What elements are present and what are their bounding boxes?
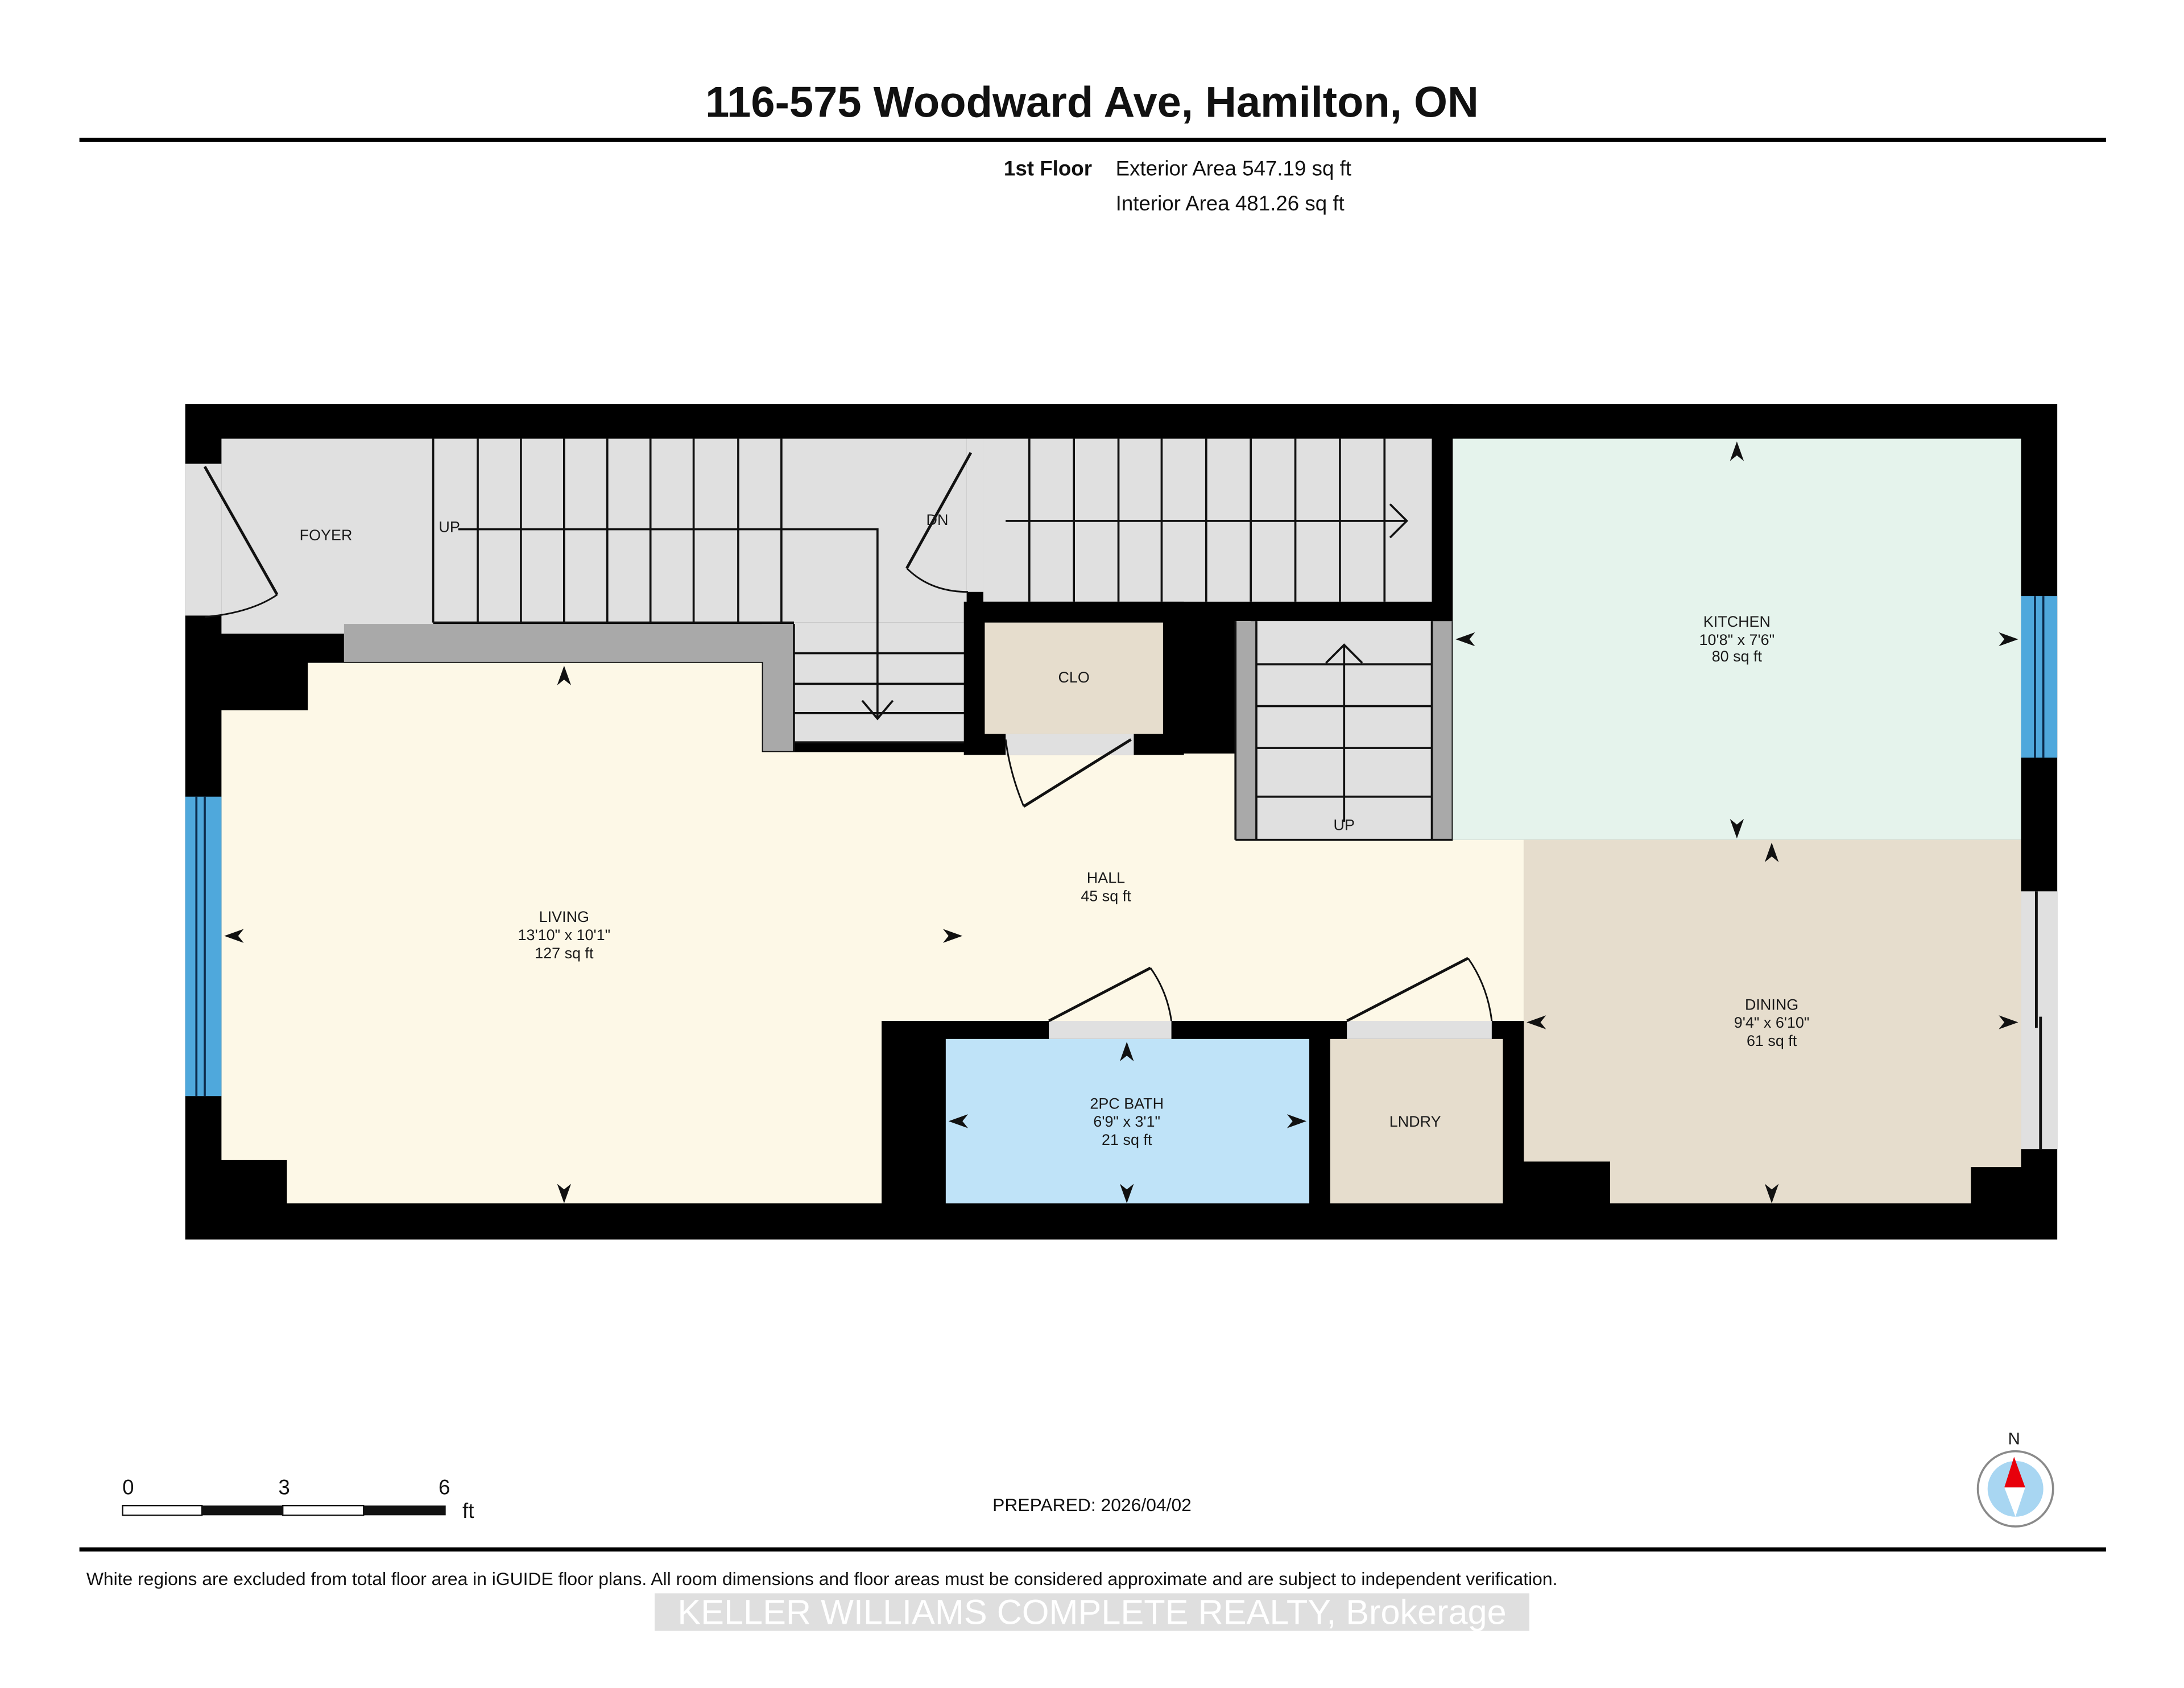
label-stairs-up-2: UP (1334, 817, 1355, 834)
label-kitchen: KITCHEN (1703, 613, 1771, 630)
sliding-door-dining[interactable] (2021, 891, 2058, 1149)
prepared-date: PREPARED: 2026/04/02 (992, 1495, 1192, 1515)
label-stairs-dn: DN (926, 511, 949, 528)
page-title: 116-575 Woodward Ave, Hamilton, ON (705, 78, 1479, 127)
dimension-arrows (224, 441, 2018, 1203)
room-bath (945, 1039, 1310, 1203)
exterior-area: Exterior Area 547.19 sq ft (1116, 157, 1351, 180)
window-kitchen (2021, 596, 2058, 758)
door-laundry[interactable] (1346, 957, 1493, 1023)
label-living: LIVING (539, 908, 589, 925)
stairs-up-secondary (1234, 621, 1454, 841)
north-compass-icon: N (1976, 1429, 2054, 1528)
label-bath: 2PC BATH (1090, 1095, 1164, 1112)
label-laundry: LNDRY (1389, 1113, 1441, 1130)
header-divider (79, 138, 2106, 142)
door-entry[interactable] (203, 466, 279, 618)
interior-area: Interior Area 481.26 sq ft (1116, 192, 1345, 215)
watermark-band (655, 1593, 1529, 1631)
scale-bar: 0 3 6 ft (122, 1476, 474, 1522)
door-closet[interactable] (1004, 738, 1132, 808)
living-dims: 13'10" x 10'1" (518, 926, 611, 944)
room-closet (963, 601, 1184, 755)
scale-tick-0: 0 (122, 1476, 134, 1499)
stairs-right-run (983, 438, 1432, 602)
kitchen-dims: 10'8" x 7'6" (1699, 631, 1775, 648)
kitchen-area: 80 sq ft (1712, 648, 1763, 665)
window-living (185, 796, 222, 1097)
dining-area: 61 sq ft (1747, 1032, 1797, 1049)
hall-area: 45 sq ft (1081, 887, 1131, 904)
room-laundry (1330, 1039, 1503, 1203)
room-kitchen (1453, 438, 2021, 840)
stairs-up-main (432, 438, 983, 744)
footer-divider (79, 1547, 2106, 1552)
bath-area: 21 sq ft (1102, 1131, 1152, 1148)
label-hall: HALL (1087, 870, 1125, 887)
disclaimer: White regions are excluded from total fl… (86, 1569, 1558, 1589)
floor-label: 1st Floor (1004, 157, 1092, 180)
bath-dims: 6'9" x 3'1" (1093, 1113, 1160, 1130)
scale-tick-6: 6 (439, 1476, 450, 1499)
door-basement[interactable] (905, 452, 973, 593)
watermark: KELLER WILLIAMS COMPLETE REALTY, Brokera… (677, 1592, 1506, 1631)
scale-tick-3: 3 (278, 1476, 289, 1499)
door-bath[interactable] (1048, 966, 1173, 1023)
dining-dims: 9'4" x 6'10" (1734, 1014, 1810, 1031)
living-area: 127 sq ft (535, 945, 594, 962)
label-foyer: FOYER (300, 527, 353, 544)
room-living-hall (221, 621, 1524, 1203)
room-foyer (221, 438, 433, 634)
label-dining: DINING (1745, 996, 1798, 1013)
half-wall-ledge (308, 624, 795, 754)
compass-north-label: N (2008, 1429, 2020, 1448)
scale-unit: ft (462, 1499, 474, 1522)
room-dining (1524, 839, 2021, 1203)
label-stairs-up: UP (439, 518, 460, 535)
label-closet: CLO (1058, 669, 1089, 686)
